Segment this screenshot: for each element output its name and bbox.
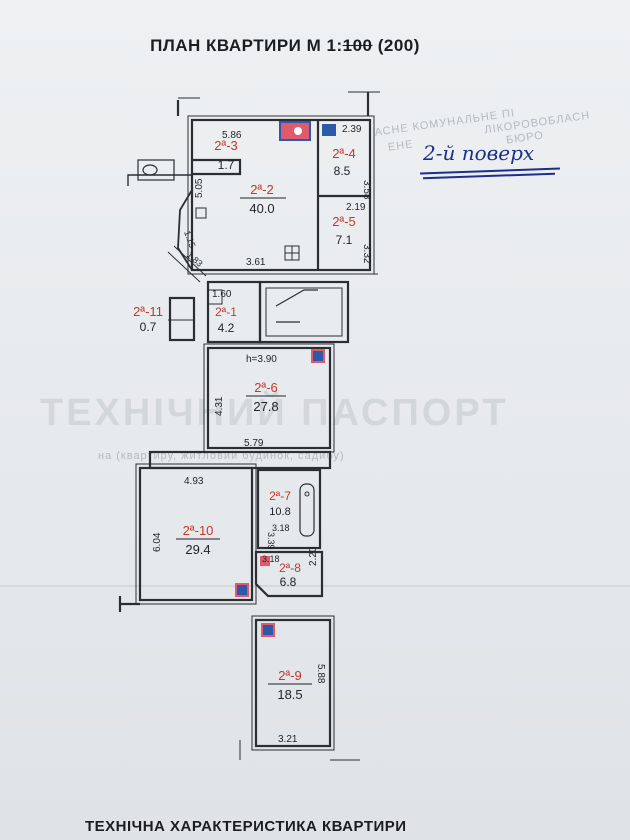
dim-431: 4.31 xyxy=(214,396,225,416)
room-labels: 2ª-3 1.7 2ª-2 40.0 2ª-4 8.5 2ª-5 7.1 2ª-… xyxy=(133,138,356,702)
dim-358: 3.58 xyxy=(361,180,372,200)
title-struck-scale: 100 xyxy=(342,36,373,55)
dim-586: 5.86 xyxy=(222,130,242,141)
dim-height: h=3.90 xyxy=(246,354,277,365)
dim-239: 2.39 xyxy=(342,124,362,135)
room-id-2a-10: 2ª-10 xyxy=(183,523,214,538)
room-id-2a-5: 2ª-5 xyxy=(332,214,356,229)
dim-604: 6.04 xyxy=(152,532,163,552)
room-area-2a-3: 1.7 xyxy=(218,158,235,172)
dim-339: 3.39 xyxy=(266,532,276,550)
plan-title: ПЛАН КВАРТИРИ М 1:100 (200) xyxy=(0,36,570,56)
room-id-2a-2: 2ª-2 xyxy=(250,182,274,197)
dim-160: 1.60 xyxy=(212,289,232,300)
footer-title: ТЕХНІЧНА ХАРАКТЕРИСТИКА КВАРТИРИ xyxy=(85,818,407,835)
room-id-2a-9: 2ª-9 xyxy=(278,668,302,683)
dim-332: 3.32 xyxy=(361,244,372,264)
room-area-2a-4: 8.5 xyxy=(334,164,351,178)
dim-321: 3.21 xyxy=(278,734,298,745)
room-id-2a-4: 2ª-4 xyxy=(332,146,356,161)
dim-505: 5.05 xyxy=(194,178,205,198)
room-id-2a-6: 2ª-6 xyxy=(254,380,278,395)
walls xyxy=(118,91,380,761)
dim-115: 1.15 xyxy=(182,229,197,249)
dim-579: 5.79 xyxy=(244,438,264,449)
dim-493: 4.93 xyxy=(184,476,204,487)
room-area-2a-10: 29.4 xyxy=(185,542,210,557)
floor-note: 2-й поверх xyxy=(423,141,535,165)
bg-title: ТЕХНІЧНИЙ ПАСПОРТ xyxy=(40,392,509,434)
dim-220: 2.20 xyxy=(308,546,319,566)
room-area-2a-6: 27.8 xyxy=(253,399,278,414)
dim-318a: 3.18 xyxy=(272,523,290,533)
room-icons xyxy=(235,121,336,637)
room-area-2a-11: 0.7 xyxy=(140,320,157,334)
room-id-2a-1: 2ª-1 xyxy=(215,305,237,319)
room-area-2a-7: 10.8 xyxy=(269,506,290,518)
room-area-2a-9: 18.5 xyxy=(277,687,302,702)
hatches xyxy=(195,207,300,305)
room-area-2a-2: 40.0 xyxy=(249,201,274,216)
dim-588: 5.88 xyxy=(315,664,326,684)
room-id-2a-7: 2ª-7 xyxy=(269,489,291,503)
room-area-2a-5: 7.1 xyxy=(336,233,353,247)
title-suffix: (200) xyxy=(372,36,420,55)
paper-fold xyxy=(0,585,630,587)
room-area-2a-8: 6.8 xyxy=(280,575,297,589)
dim-219: 2.19 xyxy=(346,202,366,213)
room-id-2a-8: 2ª-8 xyxy=(279,561,301,575)
dim-318b: 3.18 xyxy=(262,554,280,564)
room-area-2a-1: 4.2 xyxy=(218,321,235,335)
room-id-2a-11: 2ª-11 xyxy=(133,304,163,319)
dim-361: 3.61 xyxy=(246,257,266,268)
room-id-2a-3: 2ª-3 xyxy=(214,138,238,153)
title-prefix: ПЛАН КВАРТИРИ М 1: xyxy=(150,36,343,55)
